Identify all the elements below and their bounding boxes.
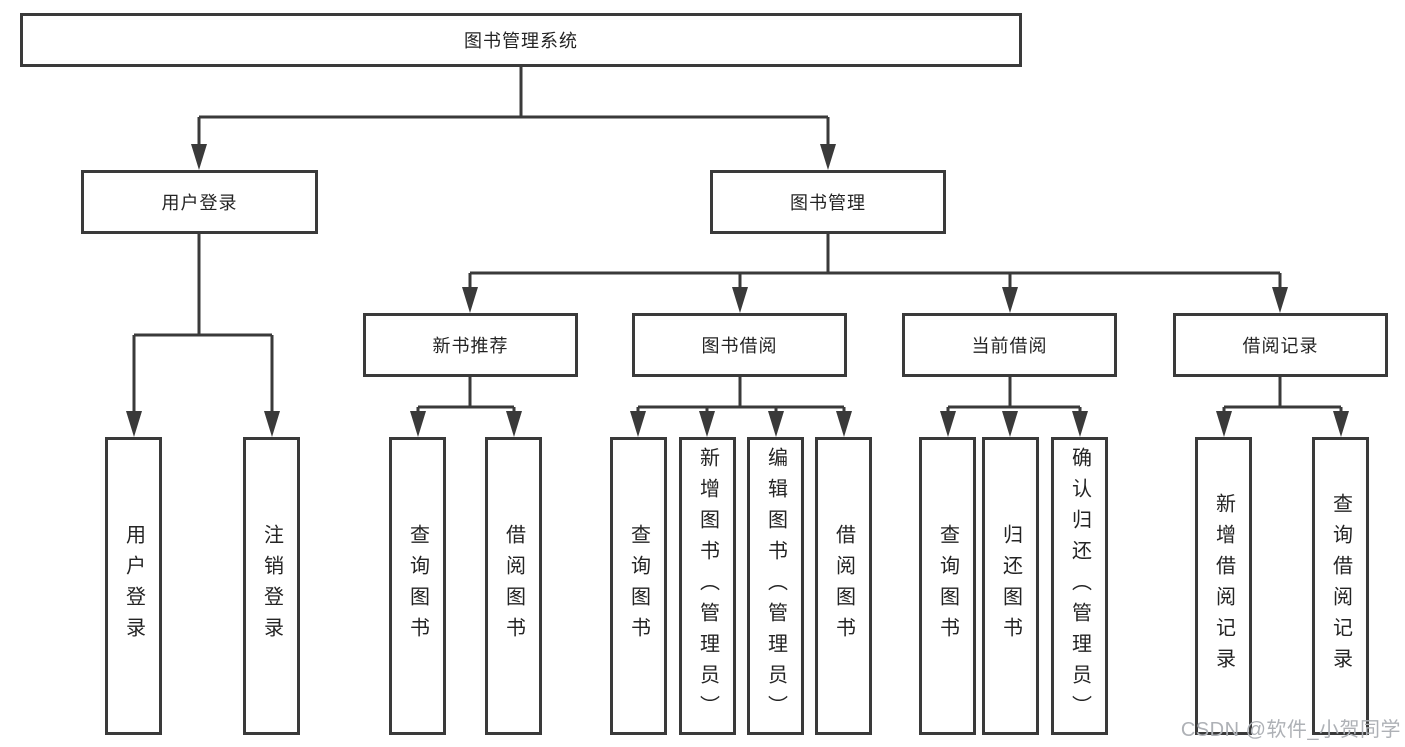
node-label: 图书管理系统 bbox=[464, 31, 578, 51]
node-label: 借阅记录 bbox=[1242, 336, 1319, 356]
node-book-borrow: 图书借阅 bbox=[632, 313, 847, 377]
leaf-return-book: 归还图书 bbox=[982, 437, 1039, 735]
node-label: 借阅图书 bbox=[832, 524, 855, 648]
node-label: 用户登录 bbox=[122, 524, 145, 648]
leaf-add-borrow-record: 新增借阅记录 bbox=[1195, 437, 1252, 735]
leaf-user-login: 用户登录 bbox=[105, 437, 162, 735]
node-label: 借阅图书 bbox=[502, 524, 525, 648]
node-current-borrow: 当前借阅 bbox=[902, 313, 1117, 377]
node-user-login: 用户登录 bbox=[81, 170, 318, 234]
leaf-add-book-admin: 新增图书（管理员） bbox=[679, 437, 736, 735]
node-label: 确认归还（管理员） bbox=[1068, 446, 1091, 726]
leaf-query-books-current: 查询图书 bbox=[919, 437, 976, 735]
node-label: 编辑图书（管理员） bbox=[764, 446, 787, 726]
leaf-query-books-recommend: 查询图书 bbox=[389, 437, 446, 735]
node-label: 图书借阅 bbox=[701, 336, 778, 356]
node-label: 查询图书 bbox=[406, 524, 429, 648]
node-label: 新增图书（管理员） bbox=[696, 446, 719, 726]
node-label: 查询图书 bbox=[627, 524, 650, 648]
node-label: 查询借阅记录 bbox=[1329, 493, 1352, 679]
leaf-confirm-return-admin: 确认归还（管理员） bbox=[1051, 437, 1108, 735]
node-label: 新增借阅记录 bbox=[1212, 493, 1235, 679]
node-borrow-records: 借阅记录 bbox=[1173, 313, 1388, 377]
leaf-query-borrow-record: 查询借阅记录 bbox=[1312, 437, 1369, 735]
csdn-watermark: CSDN @软件_小贺同学 bbox=[1180, 719, 1401, 741]
leaf-query-books-borrow: 查询图书 bbox=[610, 437, 667, 735]
node-new-book-recommend: 新书推荐 bbox=[363, 313, 578, 377]
node-label: 当前借阅 bbox=[971, 336, 1048, 356]
node-label: 注销登录 bbox=[260, 524, 283, 648]
leaf-borrow-books-recommend: 借阅图书 bbox=[485, 437, 542, 735]
node-label: 查询图书 bbox=[936, 524, 959, 648]
leaf-borrow-books-borrow: 借阅图书 bbox=[815, 437, 872, 735]
leaf-edit-book-admin: 编辑图书（管理员） bbox=[747, 437, 804, 735]
node-system-title: 图书管理系统 bbox=[20, 13, 1022, 67]
node-label: 图书管理 bbox=[790, 193, 866, 213]
leaf-logout: 注销登录 bbox=[243, 437, 300, 735]
node-book-management: 图书管理 bbox=[710, 170, 946, 234]
node-label: 归还图书 bbox=[999, 524, 1022, 648]
node-label: 新书推荐 bbox=[432, 336, 509, 356]
node-label: 用户登录 bbox=[161, 193, 238, 213]
